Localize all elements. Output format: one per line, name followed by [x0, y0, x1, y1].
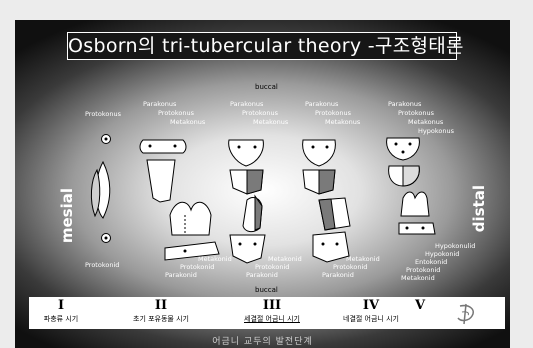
stage-bar: I 파충류 시기 II 초기 포유동물 시기 III 세결절 어금니 시기 I V… — [29, 297, 505, 329]
stage-4-name: 네결절 어금니 시기 — [321, 314, 421, 324]
stage-3: III 세결절 어금니 시기 — [222, 298, 322, 324]
stage-5-numeral: V — [395, 298, 445, 314]
stage-5: V — [395, 298, 445, 314]
stage-2-numeral: II — [111, 298, 211, 314]
stage-1-numeral: I — [31, 298, 91, 314]
stage5-teeth — [387, 138, 435, 234]
stage-3-name: 세결절 어금니 시기 — [222, 314, 322, 324]
stage1-teeth — [91, 135, 110, 243]
stage-1: I 파충류 시기 — [31, 298, 91, 324]
stage2-teeth — [140, 140, 219, 260]
stage-2-name: 초기 포유동물 시기 — [111, 314, 211, 324]
stage-2: II 초기 포유동물 시기 — [111, 298, 211, 324]
stage-1-name: 파충류 시기 — [31, 314, 91, 324]
signature-logo-icon — [452, 302, 482, 326]
stage-3-numeral: III — [222, 298, 322, 314]
footer-caption: 어금니 교두의 발전단계 — [15, 334, 510, 347]
stage4-teeth — [303, 140, 350, 262]
stage3-teeth — [229, 140, 265, 263]
diagram-slide: Osborn의 tri-tubercular theory -구조형태론 mes… — [15, 20, 510, 348]
